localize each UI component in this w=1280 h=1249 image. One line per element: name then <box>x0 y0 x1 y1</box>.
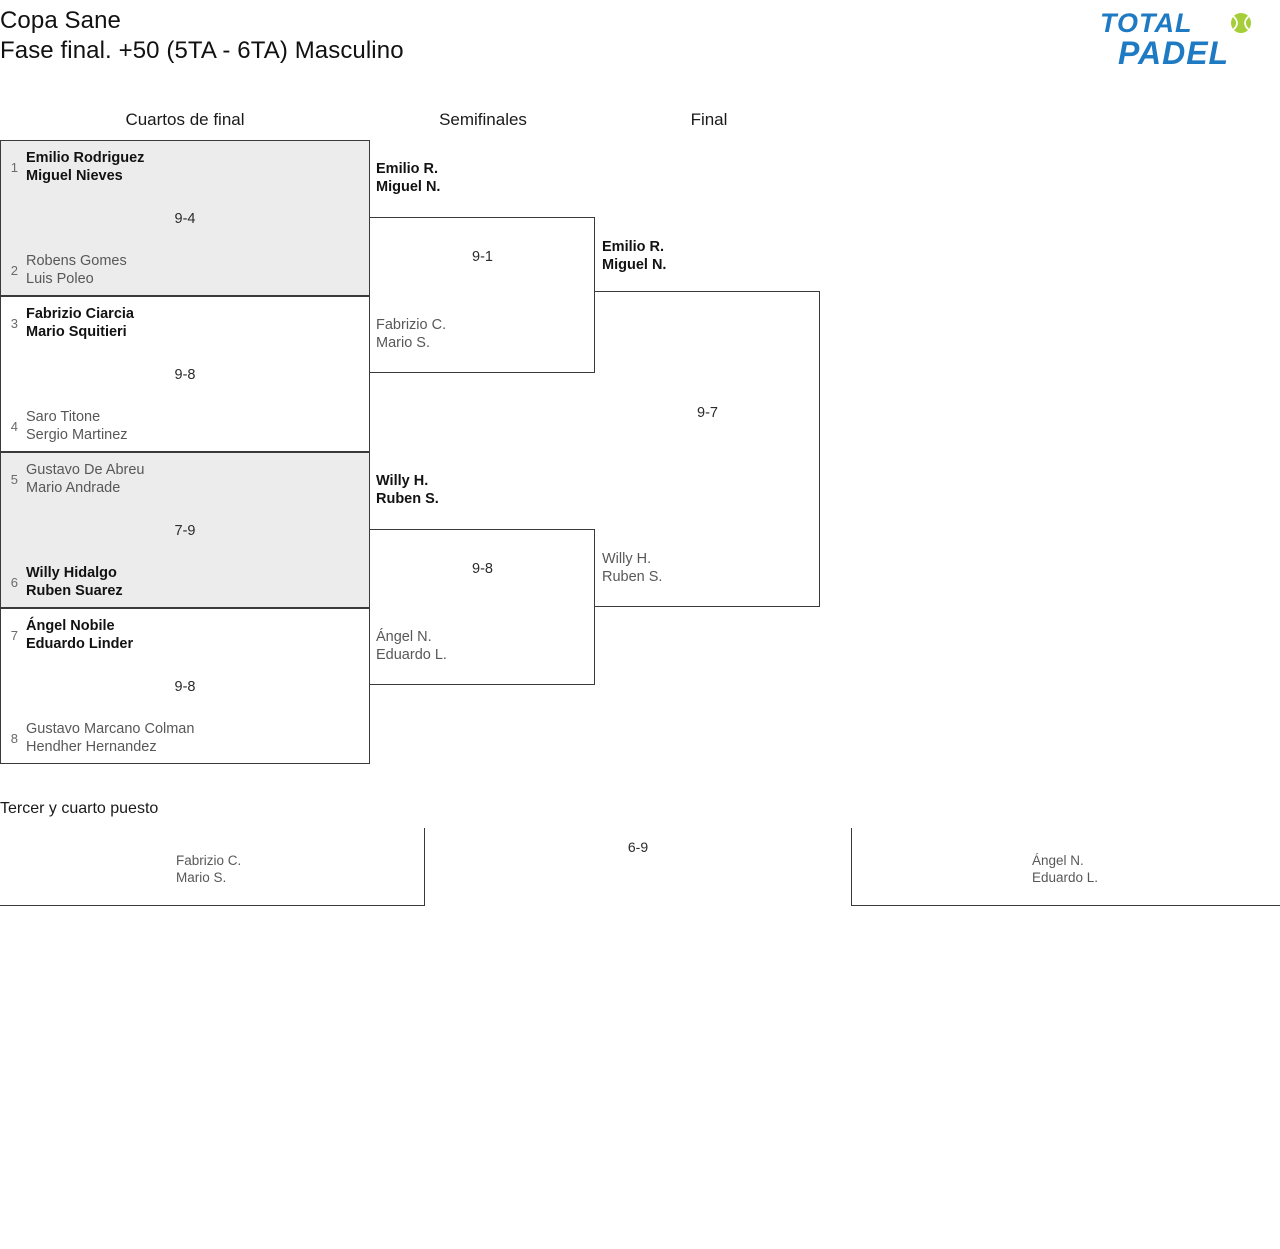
qf-team-3: Fabrizio Ciarcia Mario Squitieri <box>26 306 134 340</box>
padel-ball-icon <box>1231 13 1251 33</box>
sf-score-2: 9-8 <box>472 561 493 577</box>
third-place-title: Tercer y cuarto puesto <box>0 800 159 817</box>
qf-score-3: 7-9 <box>174 523 196 539</box>
third-place-score: 6-9 <box>627 839 649 855</box>
qf-seed-4: 4 <box>10 419 18 434</box>
qf-team-2: Robens Gomes Luis Poleo <box>26 253 127 287</box>
qf-match-3[interactable] <box>0 452 370 608</box>
qf-score-2: 9-8 <box>174 367 196 383</box>
qf-seed-1: 1 <box>10 160 18 175</box>
final-team-1: Emilio R. Miguel N. <box>602 239 667 273</box>
round-header-quarterfinals: Cuartos de final <box>125 110 245 129</box>
round-header-final: Final <box>690 110 728 129</box>
qf-team-6: Willy Hidalgo Ruben Suarez <box>26 565 123 599</box>
qf-match-4[interactable] <box>0 608 370 764</box>
qf-score-4: 9-8 <box>174 679 196 695</box>
sf-team-4: Ángel N. Eduardo L. <box>376 629 447 663</box>
page-title: Copa Sane Fase final. +50 (5TA - 6TA) Ma… <box>0 6 404 66</box>
final-match[interactable] <box>595 291 820 607</box>
sf-match-1[interactable] <box>370 217 595 373</box>
svg-text:PADEL: PADEL <box>1118 35 1229 71</box>
total-padel-logo: TOTAL PADEL <box>1094 4 1274 74</box>
sf-stem-1-top <box>368 140 370 218</box>
tournament-name: Copa Sane <box>0 7 121 34</box>
qf-score-1: 9-4 <box>174 211 196 227</box>
final-stem-top <box>593 217 595 291</box>
qf-team-5: Gustavo De Abreu Mario Andrade <box>26 462 145 496</box>
qf-team-7: Ángel Nobile Eduardo Linder <box>26 618 134 652</box>
sf-team-1: Emilio R. Miguel N. <box>376 161 441 195</box>
qf-team-4: Saro Titone Sergio Martinez <box>26 409 128 443</box>
qf-seed-3: 3 <box>10 316 18 331</box>
sf-stem-2-bottom <box>368 685 370 764</box>
third-place-team-left: Fabrizio C. Mario S. <box>176 853 242 885</box>
third-place-team-right: Ángel N. Eduardo L. <box>1032 853 1099 885</box>
qf-match-2[interactable] <box>0 296 370 452</box>
sf-team-3: Willy H. Ruben S. <box>376 473 439 507</box>
qf-seed-5: 5 <box>10 472 18 487</box>
qf-seed-2: 2 <box>10 263 18 278</box>
qf-team-8: Gustavo Marcano Colman Hendher Hernandez <box>26 721 195 755</box>
third-place-right-box[interactable] <box>851 828 1280 906</box>
sf-stem-2-top <box>368 452 370 530</box>
sf-stem-1-bottom <box>368 373 370 452</box>
qf-match-1[interactable] <box>0 140 370 296</box>
third-place-left-box[interactable] <box>0 828 425 906</box>
round-header-semifinals: Semifinales <box>439 110 527 129</box>
qf-seed-8: 8 <box>10 731 18 746</box>
sf-team-2: Fabrizio C. Mario S. <box>376 317 447 351</box>
final-stem-bottom <box>593 607 595 685</box>
qf-seed-7: 7 <box>10 628 18 643</box>
tournament-subtitle: Fase final. +50 (5TA - 6TA) Masculino <box>0 37 404 64</box>
svg-text:TOTAL: TOTAL <box>1100 8 1193 38</box>
final-score: 9-7 <box>697 405 718 421</box>
sf-score-1: 9-1 <box>472 249 493 265</box>
qf-team-1: Emilio Rodriguez Miguel Nieves <box>26 150 145 184</box>
qf-seed-6: 6 <box>10 575 18 590</box>
final-team-2: Willy H. Ruben S. <box>602 551 663 585</box>
